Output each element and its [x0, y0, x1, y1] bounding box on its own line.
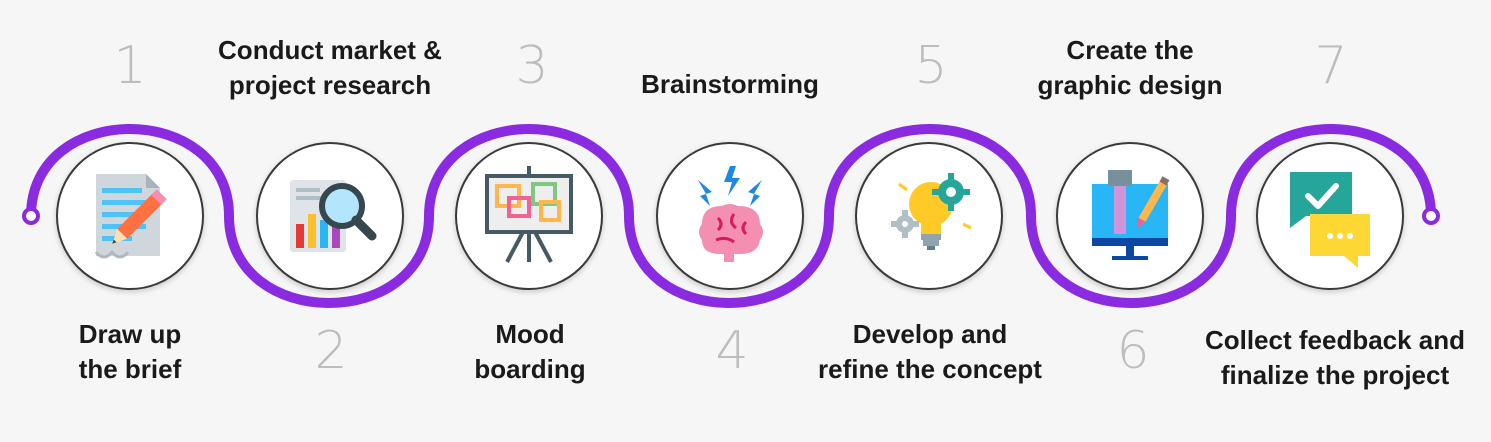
step-label-4: Brainstorming	[610, 67, 850, 102]
step-label-1-line2: the brief	[78, 354, 182, 384]
monitor-brush-icon	[1092, 170, 1170, 260]
step-number-4: 4	[715, 321, 749, 381]
step-2-icon-circle	[256, 142, 404, 290]
step-number-5: 5	[914, 36, 948, 96]
wave-end-dot	[1422, 207, 1440, 225]
step-3-icon-circle	[455, 142, 603, 290]
step-label-1: Draw up the brief	[30, 317, 230, 387]
step-label-5-line2: refine the concept	[818, 354, 1042, 384]
wave-start-dot	[22, 207, 40, 225]
step-label-6-line2: graphic design	[1037, 70, 1223, 100]
step-label-7-line1: Collect feedback and	[1204, 325, 1466, 355]
step-label-5: Develop and refine the concept	[795, 317, 1065, 387]
magnifier-chart-icon	[290, 180, 377, 252]
step-7-icon-circle	[1256, 142, 1404, 290]
step-label-1-line1: Draw up	[78, 319, 182, 349]
step-number-7: 7	[1314, 36, 1348, 96]
step-1-icon-circle	[56, 142, 204, 290]
step-4-icon-circle	[656, 142, 804, 290]
step-label-2-line1: Conduct market &	[218, 35, 442, 65]
step-label-2: Conduct market & project research	[190, 33, 470, 103]
step-label-3-line2: boarding	[474, 354, 586, 384]
step-label-3-line1: Mood	[495, 319, 565, 349]
step-label-3: Mood boarding	[430, 317, 630, 387]
step-5-icon-circle	[855, 142, 1003, 290]
step-label-6: Create the graphic design	[1010, 33, 1250, 103]
step-label-4-line1: Brainstorming	[641, 69, 819, 99]
step-label-6-line1: Create the	[1066, 35, 1194, 65]
step-label-2-line2: project research	[228, 70, 432, 100]
step-number-2: 2	[314, 321, 348, 381]
step-6-icon-circle	[1056, 142, 1204, 290]
brain-lightning-icon	[698, 166, 763, 262]
step-number-1: 1	[113, 36, 147, 96]
step-label-5-line1: Develop and	[852, 319, 1008, 349]
step-label-7-line2: finalize the project	[1220, 360, 1450, 390]
easel-board-icon	[485, 166, 573, 263]
step-label-7: Collect feedback and finalize the projec…	[1190, 323, 1480, 393]
lightbulb-gears-icon	[891, 173, 972, 250]
step-number-3: 3	[515, 36, 549, 96]
step-number-6: 6	[1116, 321, 1150, 381]
chat-check-icon	[1290, 172, 1370, 268]
document-pencil-icon	[94, 174, 167, 259]
